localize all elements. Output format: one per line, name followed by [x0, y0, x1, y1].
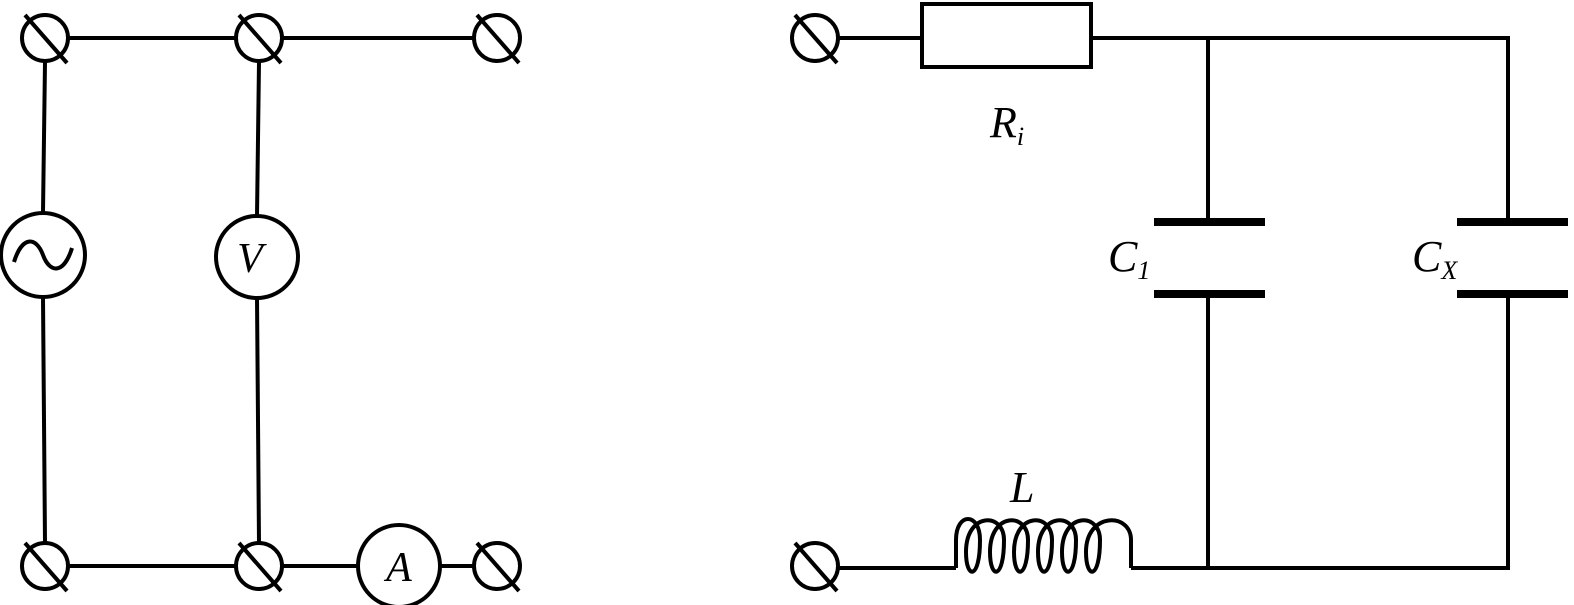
ammeter: A — [356, 523, 442, 605]
wire-voltmeter-top — [255, 61, 261, 217]
left-circuit: V A — [0, 13, 522, 605]
right-circuit: Ri C1 CX L — [790, 2, 1568, 593]
inductor-coil — [954, 517, 1133, 574]
terminal-left-bottom[interactable] — [20, 541, 70, 593]
terminal-left-right-bottom[interactable] — [472, 541, 522, 593]
terminal-left-mid-top[interactable] — [234, 13, 284, 65]
label-capacitor-c1: C1 — [1108, 232, 1150, 285]
terminal-right-bottom[interactable] — [790, 541, 840, 593]
wire-voltmeter-bottom — [255, 297, 261, 544]
terminal-left-right-top[interactable] — [472, 13, 522, 65]
wire-source-top — [41, 61, 47, 213]
voltmeter: V — [214, 214, 300, 300]
voltmeter-label: V — [237, 236, 267, 282]
ac-source-icon — [0, 211, 87, 299]
wire-source-bottom — [41, 297, 47, 544]
terminal-left-top[interactable] — [20, 13, 70, 65]
terminal-left-mid-bottom[interactable] — [234, 541, 284, 593]
resistor — [920, 2, 1093, 69]
ammeter-label: A — [383, 545, 412, 591]
terminal-right-top[interactable] — [790, 13, 840, 65]
label-capacitor-cx: CX — [1412, 232, 1458, 285]
label-inductor: L — [1009, 463, 1034, 512]
label-resistor: Ri — [989, 98, 1024, 151]
